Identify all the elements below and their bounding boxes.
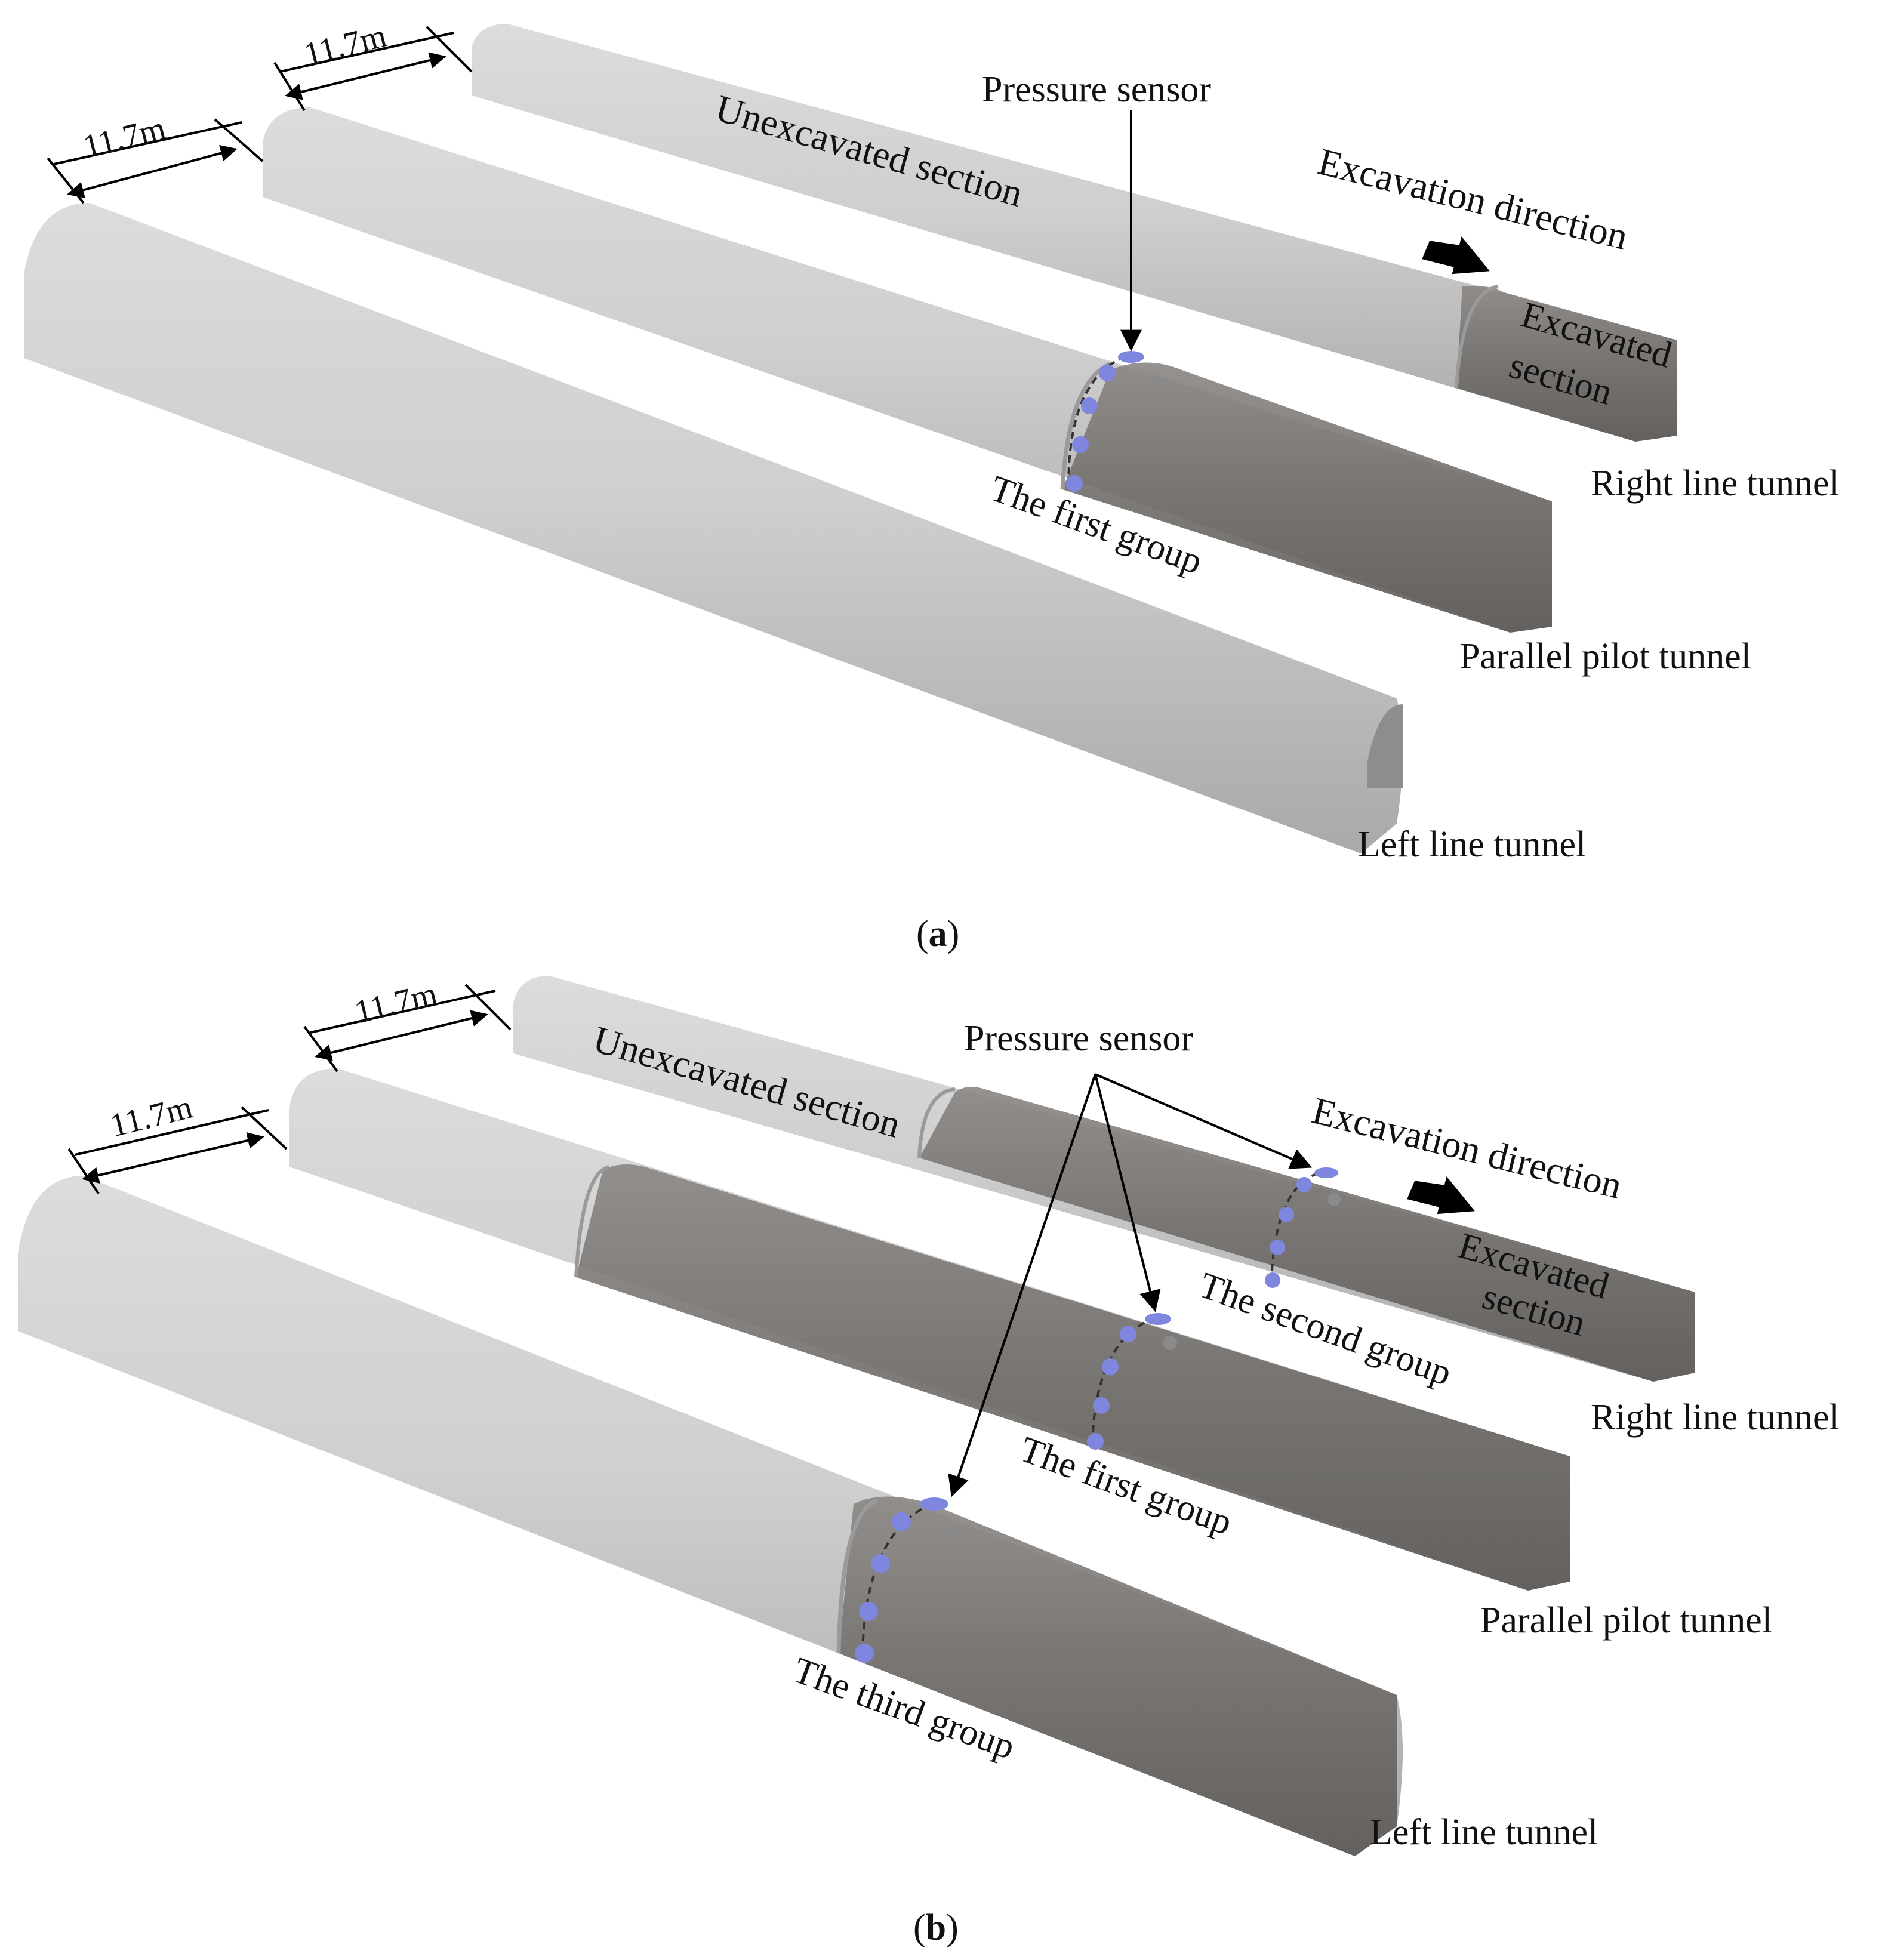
sensor-dot <box>1102 1358 1119 1375</box>
sensor-dot <box>892 1512 911 1531</box>
pressure-sensor-label: Pressure sensor <box>982 69 1211 110</box>
sensor-dot <box>1265 1272 1280 1288</box>
dimension-lines-b <box>67 984 512 1195</box>
sensor-dot <box>1145 1313 1171 1325</box>
excavation-direction-label: Excavation direction <box>1308 1089 1627 1207</box>
right-line-tunnel-b <box>513 976 1695 1382</box>
sensor-dot <box>1066 475 1083 492</box>
sensor-dot <box>1314 1167 1338 1178</box>
sensor-dot <box>1093 1397 1110 1414</box>
sensor-dot <box>1270 1240 1285 1255</box>
sensor-dot <box>855 1644 874 1663</box>
sensor-dot <box>871 1554 890 1573</box>
excavation-direction-arrow-b <box>1407 1176 1475 1215</box>
parallel-pilot-tunnel-b <box>289 1068 1570 1591</box>
pressure-sensor-label: Pressure sensor <box>964 1018 1193 1059</box>
excavation-direction-arrow-a <box>1422 236 1490 275</box>
sensor-dot <box>1072 436 1089 453</box>
sensor-dot <box>1163 1336 1177 1350</box>
sensor-dot <box>1327 1193 1341 1206</box>
sensor-dot <box>859 1602 878 1621</box>
sensor-dot <box>1279 1207 1294 1222</box>
panel-a: 11.7m 11.7m Pressure sensor Unexcavated … <box>24 17 1840 954</box>
parallel-pilot-tunnel-label: Parallel pilot tunnel <box>1480 1600 1772 1641</box>
parallel-pilot-tunnel-label: Parallel pilot tunnel <box>1459 636 1751 677</box>
left-line-tunnel-label: Left line tunnel <box>1358 824 1586 865</box>
sensor-dot <box>1099 365 1116 381</box>
dimension-label: 11.7m <box>351 975 441 1031</box>
right-line-tunnel-a <box>472 24 1677 442</box>
sensor-dot <box>920 1497 948 1511</box>
sensor-ring-second-group-b <box>1265 1167 1341 1288</box>
left-line-tunnel-b <box>18 1176 1403 1856</box>
sensor-dot <box>1087 1433 1104 1450</box>
dimension-lines-a <box>47 26 473 204</box>
sensor-dot <box>1081 397 1098 414</box>
panel-b-caption: (b) <box>913 1907 959 1948</box>
pressure-sensor-arrows-b <box>948 1073 1313 1497</box>
sensor-ring-third-group-b <box>855 1497 966 1663</box>
sensor-dot <box>950 1523 966 1539</box>
sensor-dot <box>1120 1326 1136 1342</box>
left-line-tunnel-a <box>24 203 1403 853</box>
sensor-ring-first-group-a <box>1066 351 1162 492</box>
sensor-ring-first-group-b <box>1087 1313 1177 1450</box>
sensor-dot <box>1118 351 1144 363</box>
dimension-label: 11.7m <box>300 17 390 73</box>
sensor-dot <box>1296 1177 1312 1192</box>
left-line-tunnel-label: Left line tunnel <box>1370 1812 1598 1853</box>
right-line-tunnel-label: Right line tunnel <box>1591 463 1840 504</box>
excavation-direction-label: Excavation direction <box>1314 140 1632 258</box>
dimension-label: 11.7m <box>79 110 169 166</box>
right-line-tunnel-label: Right line tunnel <box>1591 1397 1840 1438</box>
panel-b: 11.7m 11.7m Pressure sensor Unexcavated … <box>18 975 1840 1948</box>
panel-a-caption: (a) <box>916 914 959 954</box>
sensor-dot <box>1148 375 1162 389</box>
